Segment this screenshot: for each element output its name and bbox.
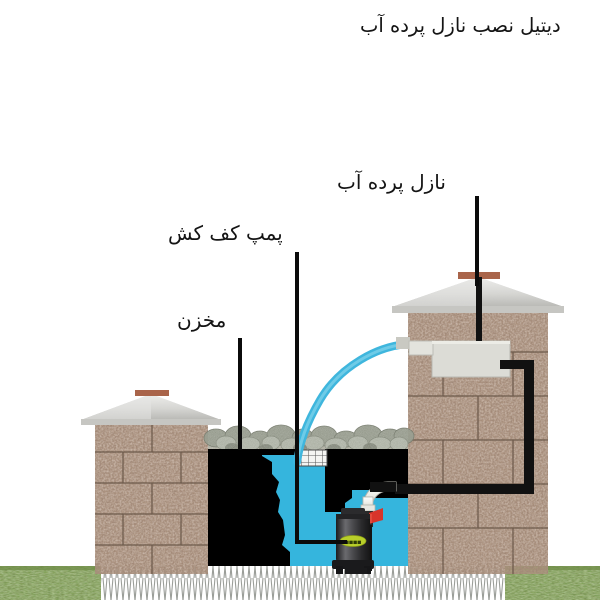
label-reservoir: مخزن (177, 308, 227, 332)
label-submersible-pump: پمپ کف کش (168, 221, 283, 245)
cap-top-block (135, 390, 169, 396)
leader-line-pump-vertical (295, 252, 299, 544)
cap-top-block (458, 272, 500, 279)
pump-inlet-detail (370, 482, 396, 492)
leader-line-tank (238, 338, 242, 450)
label-water-curtain-nozzle: نازل پرده آب (337, 170, 446, 194)
water-jet-arc (293, 340, 412, 466)
page-title: دیتیل نصب نازل پرده آب (360, 14, 561, 37)
water-curtain-nozzle-box (396, 337, 511, 378)
left-brick-pillar (81, 390, 221, 574)
leader-line-pump-horizontal (295, 540, 347, 544)
pump-brand-mark: ■■■■ (345, 541, 362, 546)
left-pillar-cap (81, 390, 221, 425)
black-supply-pipe (395, 277, 534, 494)
submersible-pump: ■■■■ (332, 508, 374, 574)
leader-line-nozzle (475, 196, 479, 286)
mesh-grate (298, 449, 328, 467)
